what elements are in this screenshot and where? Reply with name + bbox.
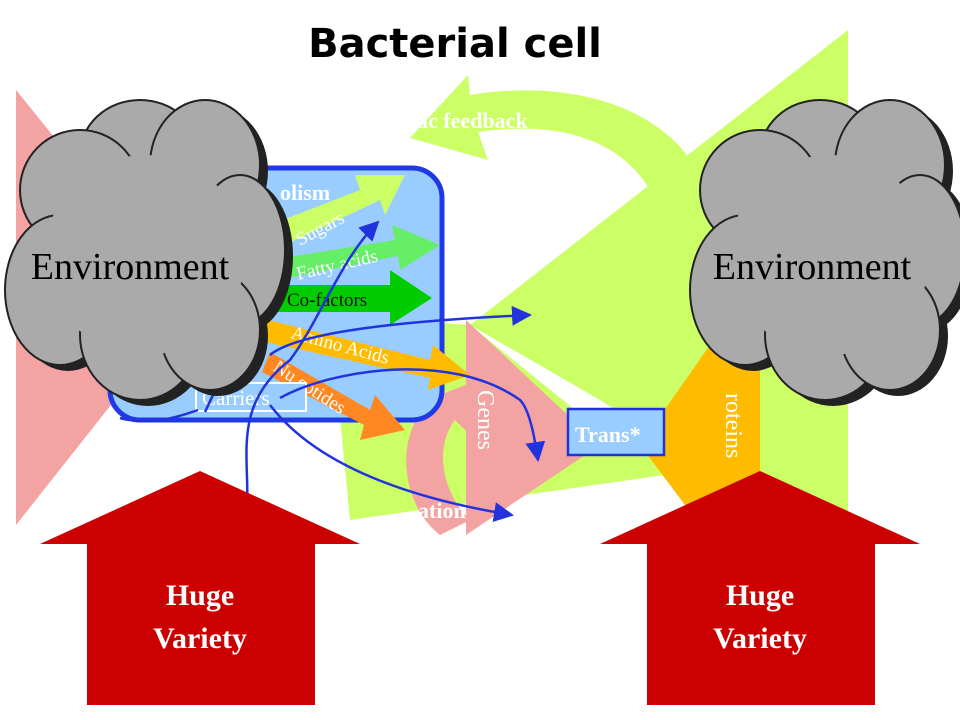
page-title: Bacterial cell xyxy=(308,21,602,67)
huge-variety-left-line2: Variety xyxy=(153,622,247,655)
environment-cloud-left: Environment xyxy=(4,99,293,406)
metabolite-arrows xyxy=(250,175,470,440)
huge-variety-right-line2: Variety xyxy=(713,622,807,655)
amino-acids-arrow xyxy=(256,318,470,390)
co-factors-label: Co-factors xyxy=(287,290,367,311)
huge-variety-right-line1: Huge xyxy=(726,579,794,612)
feedback-arrow xyxy=(410,75,700,190)
fatty-acids-arrow xyxy=(270,225,440,280)
sugars-arrow xyxy=(270,175,405,245)
replication-label: ation xyxy=(418,498,466,523)
environment-cloud-right: Environment xyxy=(689,99,960,406)
huge-variety-left-line1: Huge xyxy=(166,579,234,612)
huge-variety-arrow-right: Huge Variety xyxy=(600,471,920,705)
proteins-label: roteins xyxy=(720,393,746,458)
co-factors-arrow xyxy=(250,270,432,325)
trans-label: Trans* xyxy=(575,422,641,447)
proteins-shape xyxy=(640,345,760,525)
catabolism-label: olism xyxy=(280,180,330,205)
trans-box xyxy=(566,407,666,457)
environment-label-left: Environment xyxy=(31,246,230,288)
huge-variety-arrow-left: Huge Variety xyxy=(40,471,360,705)
environment-label-right: Environment xyxy=(713,246,912,288)
feedback-label: Autocatalytic feedback xyxy=(312,108,528,133)
genes-label: Genes xyxy=(472,390,498,450)
nucleotides-arrow xyxy=(262,352,405,440)
